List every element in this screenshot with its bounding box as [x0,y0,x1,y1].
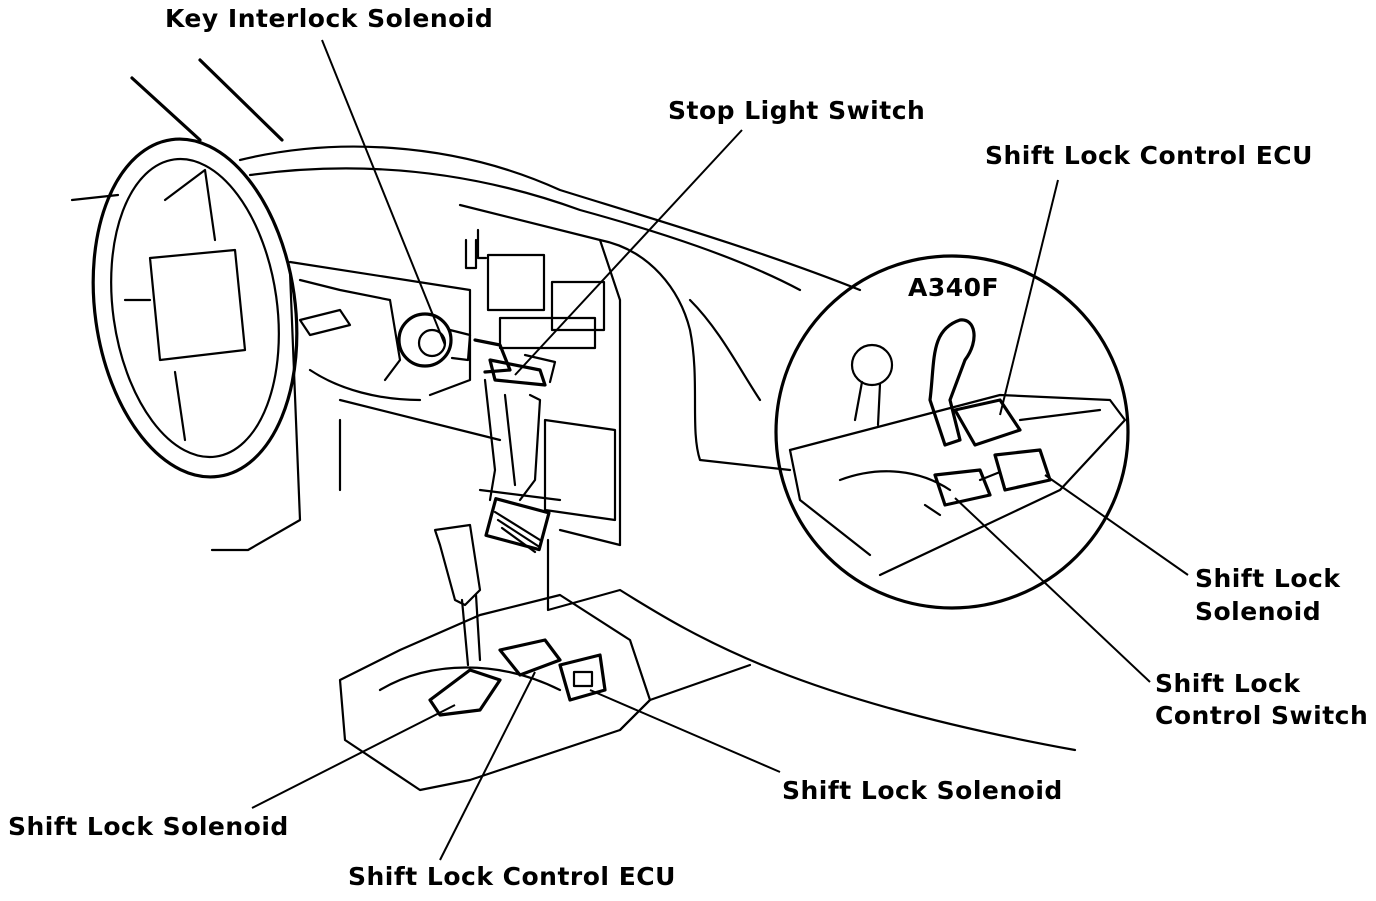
label-shift-lock-solenoid-mid: Shift Lock Solenoid [782,776,1063,805]
leader-lines [251,39,1189,861]
leader-solenoid-right [1044,474,1189,576]
key-interlock-area [397,312,557,387]
leader-stop-light [514,129,743,376]
steering-wheel [91,137,299,479]
label-inset-model: A340F [908,273,1000,302]
dashboard-outline [70,58,1077,752]
label-shift-lock-control-switch-line2: Control Switch [1155,701,1369,730]
label-stop-light-switch: Stop Light Switch [668,96,926,125]
label-shift-lock-solenoid-right-line1: Shift Lock [1195,564,1341,593]
leader-solenoid-mid [589,689,781,773]
label-shift-lock-solenoid-left: Shift Lock Solenoid [8,812,289,841]
leader-ecu-bottom [439,671,536,861]
label-shift-lock-control-ecu-top: Shift Lock Control ECU [985,141,1313,170]
lower-shift-console [338,523,752,792]
label-shift-lock-control-switch-line1: Shift Lock [1155,669,1301,698]
leader-ecu-top [999,179,1059,416]
inset-detail-a340f [774,254,1130,610]
center-console-panel [298,228,617,522]
brake-pedal [478,378,562,554]
leader-solenoid-left [251,704,456,809]
leader-key-interlock [321,39,446,346]
label-key-interlock-solenoid: Key Interlock Solenoid [165,4,494,33]
label-shift-lock-solenoid-right-line2: Solenoid [1195,597,1322,626]
label-shift-lock-control-ecu-bottom: Shift Lock Control ECU [348,862,676,891]
leader-control-switch [954,497,1151,683]
